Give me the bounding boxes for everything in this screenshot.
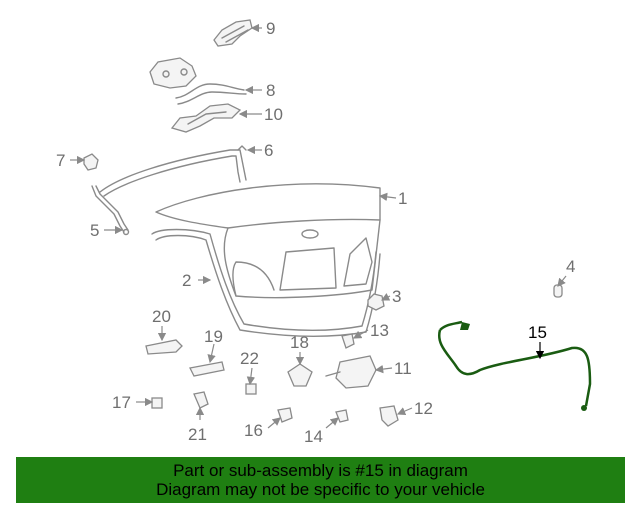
callout-18: 18 bbox=[290, 333, 309, 352]
callout-12: 12 bbox=[414, 399, 433, 418]
callout-10: 10 bbox=[264, 105, 283, 124]
part-13-bolt bbox=[341, 333, 355, 349]
callout-1: 1 bbox=[398, 189, 407, 208]
parts-diagram: 9 8 10 6 7 5 1 2 3 4 20 19 22 18 13 11 1… bbox=[56, 19, 592, 446]
callout-3: 3 bbox=[392, 287, 401, 306]
banner-line-2: Diagram may not be specific to your vehi… bbox=[156, 480, 485, 499]
part-8-hinge bbox=[149, 57, 247, 105]
callout-21: 21 bbox=[188, 425, 207, 444]
callout-4: 4 bbox=[566, 257, 575, 276]
part-9-hinge-bracket bbox=[213, 19, 253, 47]
part-3-bumper bbox=[367, 293, 385, 311]
callout-6: 6 bbox=[264, 141, 273, 160]
part-6-torsion-bar bbox=[99, 145, 247, 197]
part-14-bolt bbox=[335, 409, 349, 423]
part-16-bolt bbox=[277, 407, 293, 423]
callout-13: 13 bbox=[370, 321, 389, 340]
part-4-cap bbox=[553, 284, 563, 298]
part-21-bolt bbox=[193, 391, 209, 409]
callout-22: 22 bbox=[240, 349, 259, 368]
callout-14: 14 bbox=[304, 427, 323, 446]
banner-line-1: Part or sub-assembly is #15 in diagram bbox=[173, 461, 468, 480]
callout-2: 2 bbox=[182, 271, 191, 290]
part-22-clip bbox=[245, 383, 257, 395]
callout-11: 11 bbox=[394, 359, 412, 378]
part-18-actuator bbox=[287, 363, 313, 387]
callout-16: 16 bbox=[244, 421, 263, 440]
part-10-hinge-strap bbox=[170, 103, 242, 133]
part-7-clip bbox=[83, 153, 99, 171]
part-11-lock bbox=[325, 355, 377, 389]
part-17-cap bbox=[151, 397, 163, 409]
part-12-striker bbox=[379, 405, 399, 427]
callout-8: 8 bbox=[266, 81, 275, 100]
part-20-trim bbox=[145, 339, 183, 355]
part-19-bracket bbox=[189, 361, 225, 377]
callout-7: 7 bbox=[56, 151, 65, 170]
part-15-release-cable bbox=[437, 320, 592, 411]
callout-5: 5 bbox=[90, 221, 99, 240]
callout-15: 15 bbox=[528, 323, 547, 342]
callout-20: 20 bbox=[152, 307, 171, 326]
part-1-trunk-lid bbox=[155, 183, 381, 299]
callout-17: 17 bbox=[112, 393, 131, 412]
callout-9: 9 bbox=[266, 19, 275, 38]
callout-leaders bbox=[70, 23, 567, 429]
part-info-banner: Part or sub-assembly is #15 in diagram D… bbox=[16, 457, 625, 503]
callout-19: 19 bbox=[204, 327, 223, 346]
